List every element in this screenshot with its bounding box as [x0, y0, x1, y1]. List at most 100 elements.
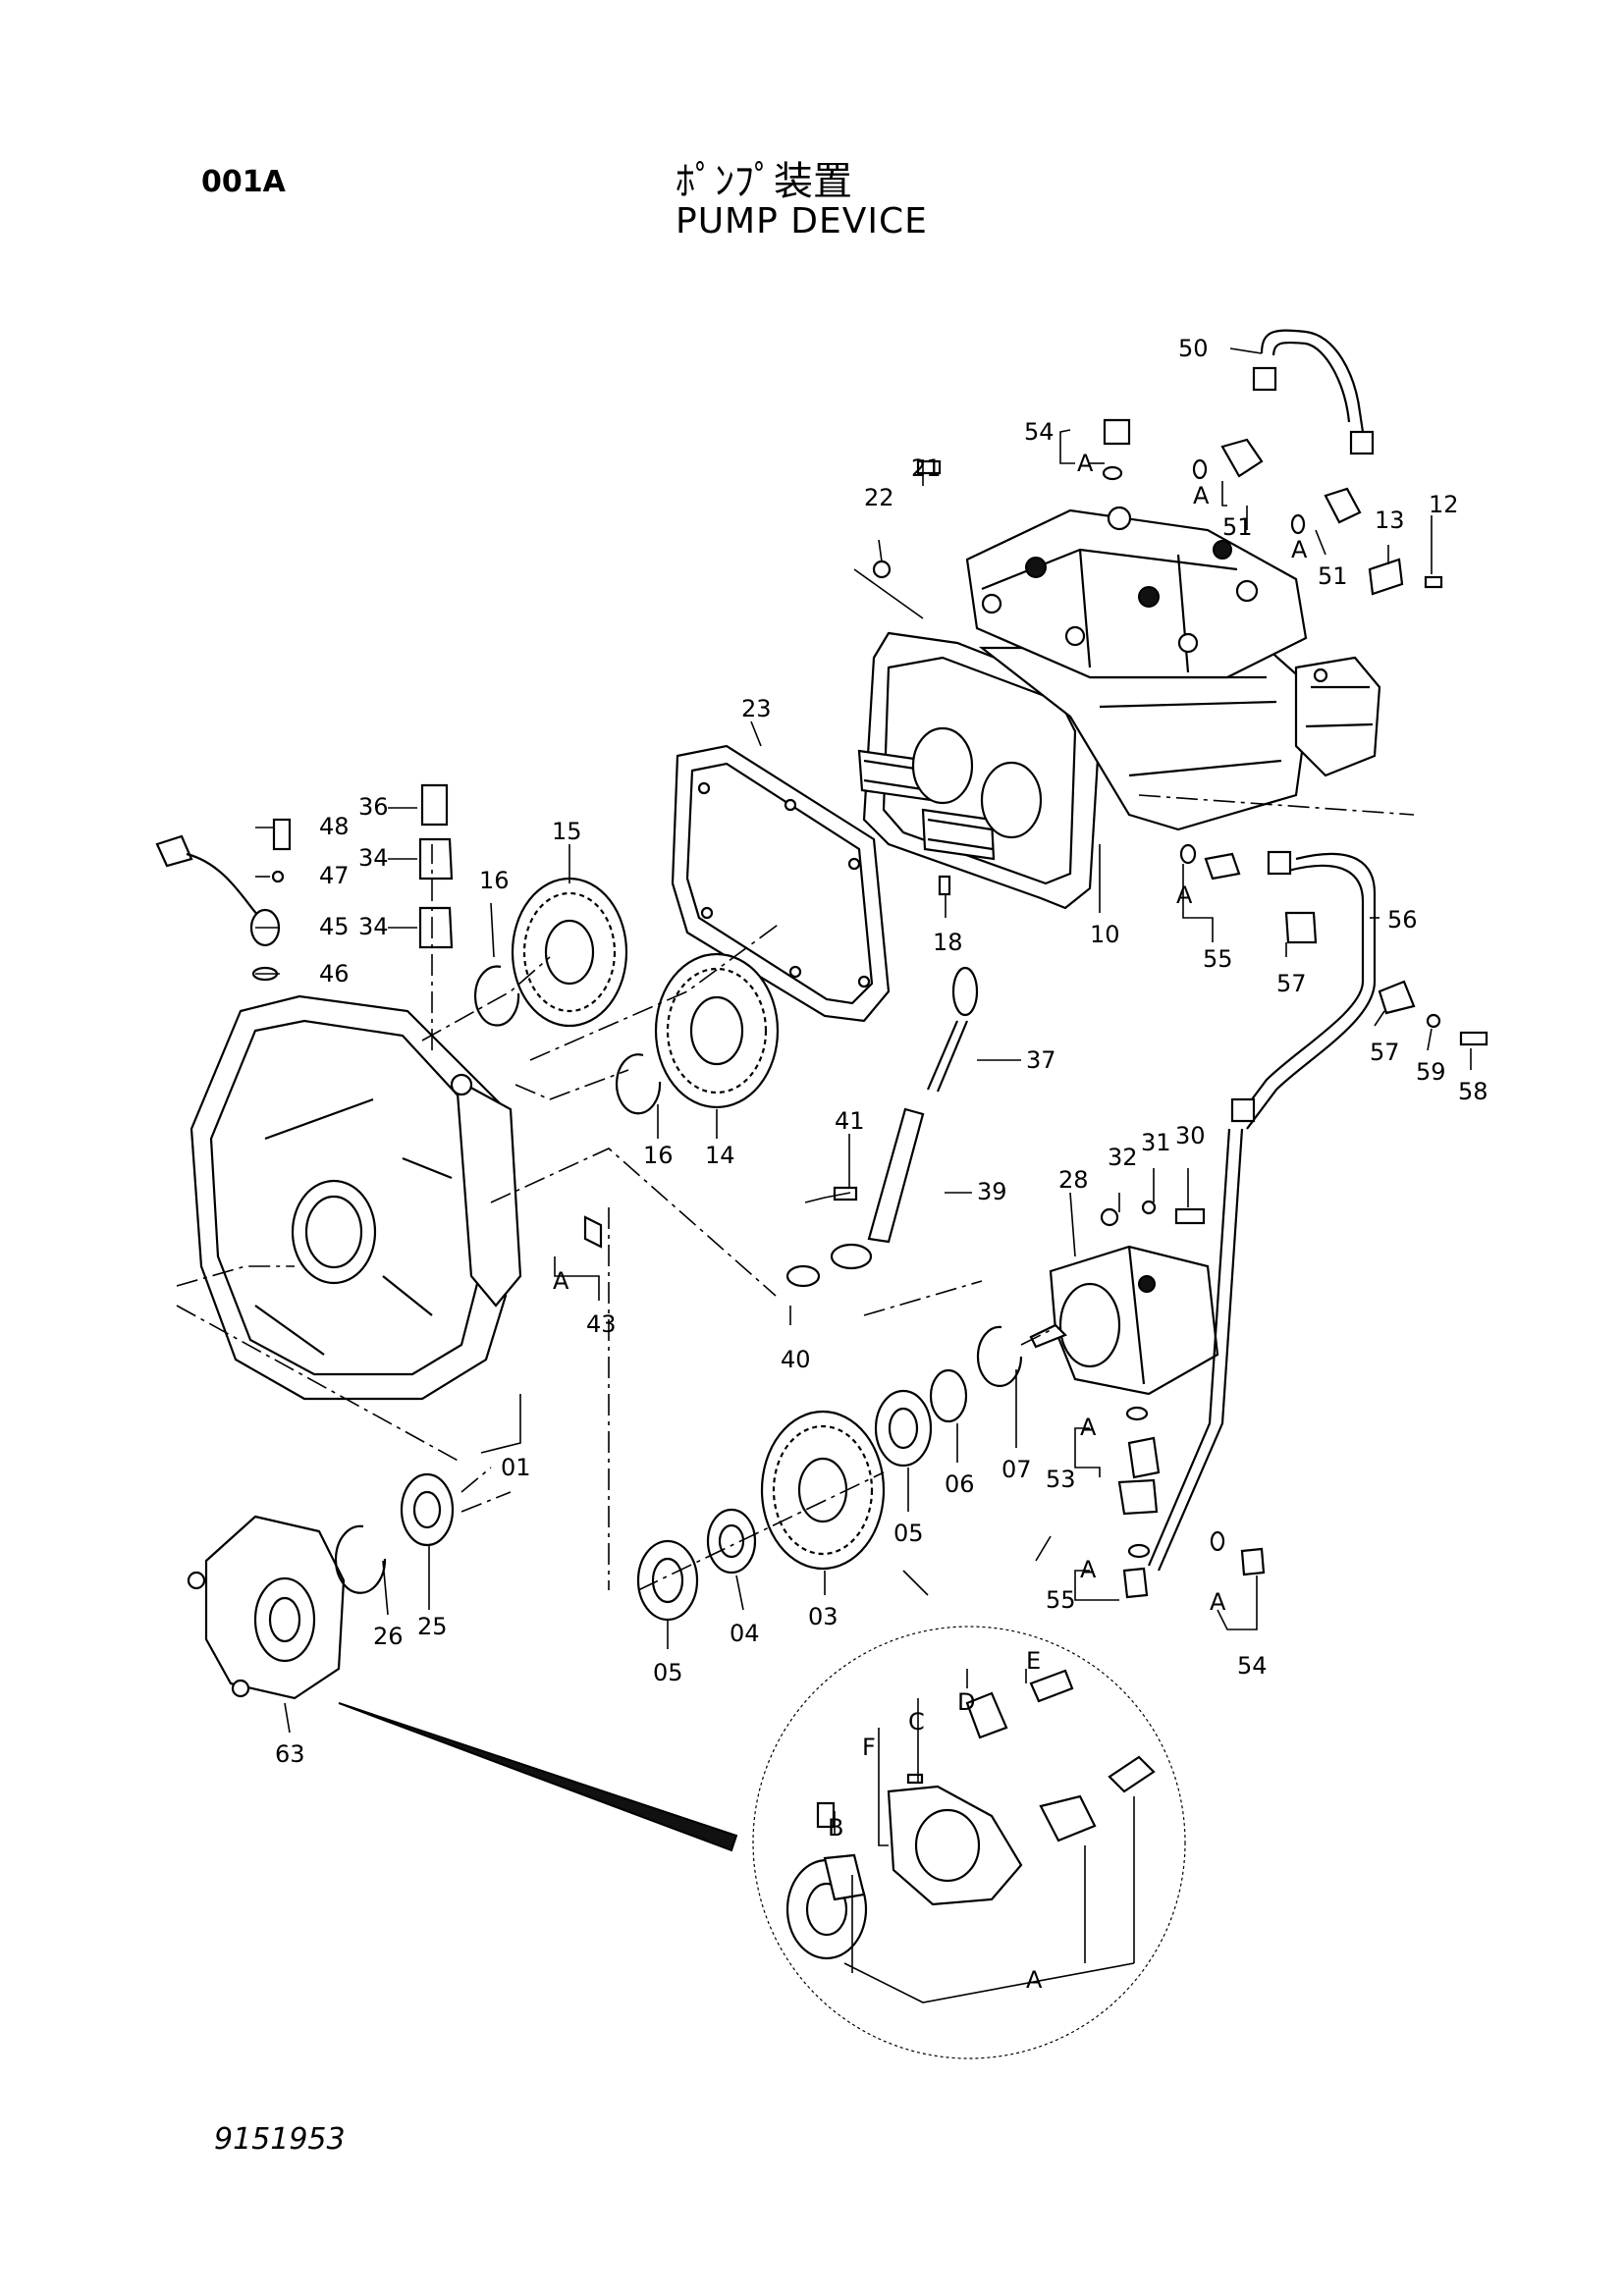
label-03: 03: [808, 1603, 839, 1630]
label-A7: A: [1080, 1556, 1097, 1583]
label-57b: 57: [1370, 1039, 1400, 1066]
label-A10: A: [1026, 1966, 1043, 1994]
label-30: 30: [1175, 1122, 1206, 1149]
pipe-50: [1252, 329, 1375, 455]
label-01: 01: [501, 1454, 531, 1481]
label-B: B: [828, 1814, 843, 1842]
screw-12: [1424, 575, 1443, 589]
o-ring-51b: [1290, 513, 1306, 535]
title-japanese: ﾎﾟﾝﾌﾟ装置: [676, 159, 852, 204]
clamp-57a: [1284, 911, 1318, 944]
snap-ring-16b: [615, 1053, 662, 1115]
plate-13: [1368, 558, 1404, 596]
coupling-63: [187, 1515, 346, 1700]
label-55b: 55: [1046, 1586, 1076, 1614]
label-06: 06: [945, 1470, 975, 1498]
hose-56: [1147, 850, 1377, 1572]
label-C: C: [908, 1708, 925, 1735]
label-F: F: [862, 1734, 876, 1761]
label-54a: 54: [1024, 418, 1055, 446]
label-55a: 55: [1203, 945, 1233, 973]
label-34a: 34: [358, 844, 389, 872]
label-37: 37: [1026, 1046, 1056, 1074]
fitting-34b: [418, 906, 454, 949]
drawing-number: 9151953: [214, 2122, 346, 2157]
label-10: 10: [1090, 921, 1120, 948]
label-05b: 05: [653, 1659, 683, 1686]
main-pump-assembly: [857, 506, 1381, 910]
assembly-lines: [176, 794, 1415, 1591]
bolt-30: [1174, 1207, 1206, 1225]
label-28: 28: [1058, 1166, 1089, 1194]
washer-32: [1100, 1207, 1119, 1227]
shaft-04: [706, 1508, 757, 1575]
label-45: 45: [319, 913, 350, 940]
label-39: 39: [977, 1178, 1007, 1205]
label-32: 32: [1108, 1144, 1138, 1171]
bearing-05a: [874, 1389, 933, 1468]
gear-03: [760, 1410, 886, 1571]
label-36: 36: [358, 793, 389, 821]
bolt-48: [272, 818, 292, 851]
elbow-51a: [1220, 438, 1264, 478]
oil-seal-25: [400, 1472, 455, 1547]
o-ring-55a: [1179, 843, 1197, 865]
pump-housing-01: [189, 994, 522, 1401]
label-25: 25: [417, 1613, 448, 1640]
bolt-58: [1459, 1031, 1488, 1046]
label-16b: 16: [643, 1142, 674, 1169]
elbow-55a: [1204, 852, 1241, 881]
page-code: 001A: [201, 165, 286, 199]
pin-18: [938, 875, 951, 896]
label-23: 23: [741, 695, 772, 722]
gear-14: [654, 952, 780, 1109]
label-A5: A: [553, 1267, 569, 1295]
plug-54b: [1240, 1547, 1266, 1576]
title-english: PUMP DEVICE: [676, 201, 928, 241]
label-18: 18: [933, 929, 963, 956]
label-34b: 34: [358, 913, 389, 940]
label-07: 07: [1001, 1456, 1032, 1483]
dipstick-37: [926, 966, 979, 1093]
o-ring-54b: [1210, 1530, 1225, 1552]
label-51a: 51: [1222, 513, 1253, 541]
snap-ring-26: [334, 1524, 387, 1594]
label-13: 13: [1375, 507, 1405, 534]
gear-pump-28: [1029, 1245, 1219, 1396]
washer-59: [1426, 1013, 1441, 1029]
label-50: 50: [1178, 335, 1209, 362]
label-D: D: [957, 1688, 975, 1716]
label-63: 63: [275, 1740, 305, 1768]
plug-43: [583, 1215, 603, 1249]
coupling-detail-view: [338, 1626, 1186, 2059]
label-21: 21: [911, 454, 942, 482]
o-ring-55b: [1127, 1543, 1151, 1559]
label-51b: 51: [1318, 562, 1348, 590]
sensor-45: [155, 834, 281, 947]
o-ring-51a: [1192, 458, 1208, 480]
washer-22: [872, 560, 892, 579]
label-22: 22: [864, 484, 894, 511]
leader-lines: [255, 347, 1472, 1846]
label-46: 46: [319, 960, 350, 988]
label-A6: A: [1080, 1414, 1097, 1441]
label-04: 04: [730, 1620, 760, 1647]
gear-15: [511, 877, 628, 1028]
label-12: 12: [1429, 491, 1459, 518]
gasket-40: [785, 1264, 821, 1288]
o-ring-54a: [1102, 465, 1123, 481]
label-16a: 16: [479, 867, 510, 894]
guide-pipe-39: [830, 1107, 925, 1270]
label-26: 26: [373, 1623, 404, 1650]
part-number-labels: 50 54 A A 51 A 51 13 12 21 22 23 10 18 A…: [275, 335, 1488, 1994]
tee-53: [1117, 1478, 1159, 1516]
label-A8: A: [1210, 1588, 1226, 1616]
snap-ring-16a: [474, 965, 520, 1027]
snap-ring-07: [976, 1325, 1023, 1387]
label-E: E: [1026, 1647, 1041, 1675]
label-41: 41: [835, 1107, 865, 1135]
label-A3: A: [1291, 536, 1308, 563]
label-A2: A: [1193, 482, 1210, 509]
washer-47: [271, 870, 285, 883]
